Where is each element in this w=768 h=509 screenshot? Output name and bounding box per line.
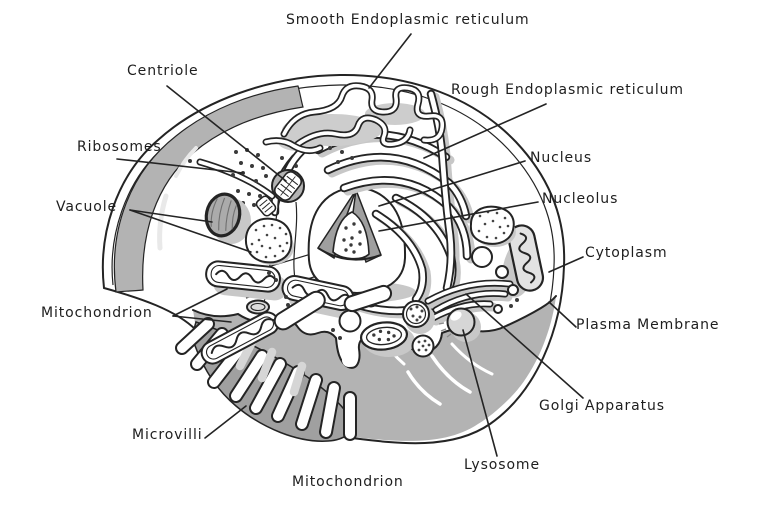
- vacuole-1: [204, 192, 251, 244]
- leader-nucleus: [378, 160, 526, 207]
- leader-vacuole-1: [129, 209, 213, 223]
- label-vacuole: Vacuole: [56, 199, 118, 215]
- leader-centriole: [166, 85, 287, 182]
- label-smooth-endoplasmic-reticulum: Smooth Endoplasmic reticulum: [286, 12, 530, 28]
- label-nucleus: Nucleus: [530, 150, 593, 166]
- label-golgi-apparatus: Golgi Apparatus: [539, 398, 665, 414]
- mitochondrion-1: [205, 260, 288, 301]
- label-lysosome: Lysosome: [464, 457, 540, 473]
- secretory-vesicle: [469, 205, 516, 247]
- label-nucleolus: Nucleolus: [542, 191, 619, 207]
- leader-nucleolus: [378, 201, 539, 232]
- label-cytoplasm: Cytoplasm: [585, 245, 668, 261]
- smooth-endoplasmic-reticulum: [196, 82, 446, 200]
- label-microvilli: Microvilli: [132, 427, 203, 443]
- label-rough-endoplasmic-reticulum: Rough Endoplasmic reticulum: [451, 82, 684, 98]
- leader-smooth-er: [368, 33, 412, 89]
- label-mitochondrion-left: Mitochondrion: [41, 305, 153, 321]
- leader-lines: [116, 33, 584, 457]
- leader-rough-er: [423, 103, 547, 159]
- leader-ribosomes: [116, 158, 244, 174]
- leader-mitochondrion-a: [172, 288, 228, 317]
- golgi-apparatus: [424, 246, 519, 326]
- vesicle-budding: [411, 334, 435, 358]
- leader-microvilli: [204, 405, 247, 439]
- label-mitochondrion-bottom: Mitochondrion: [292, 474, 404, 490]
- leader-mitochondrion-b: [172, 315, 232, 323]
- nucleolus: [332, 211, 370, 260]
- leader-plasma-membrane: [548, 301, 577, 328]
- label-centriole: Centriole: [127, 63, 199, 79]
- leader-golgi: [465, 293, 584, 399]
- mitochondrion-cross-section: [359, 321, 415, 357]
- misc-organelles: [246, 271, 393, 340]
- leader-lysosome: [462, 329, 498, 457]
- leader-cytoplasm: [548, 256, 584, 273]
- label-plasma-membrane: Plasma Membrane: [576, 317, 720, 333]
- vacuole-2: [244, 217, 294, 265]
- lysosome: [438, 307, 481, 342]
- label-ribosomes: Ribosomes: [77, 139, 162, 155]
- leader-vacuole-2: [129, 209, 252, 253]
- vesicle-granular-cup: [402, 300, 435, 334]
